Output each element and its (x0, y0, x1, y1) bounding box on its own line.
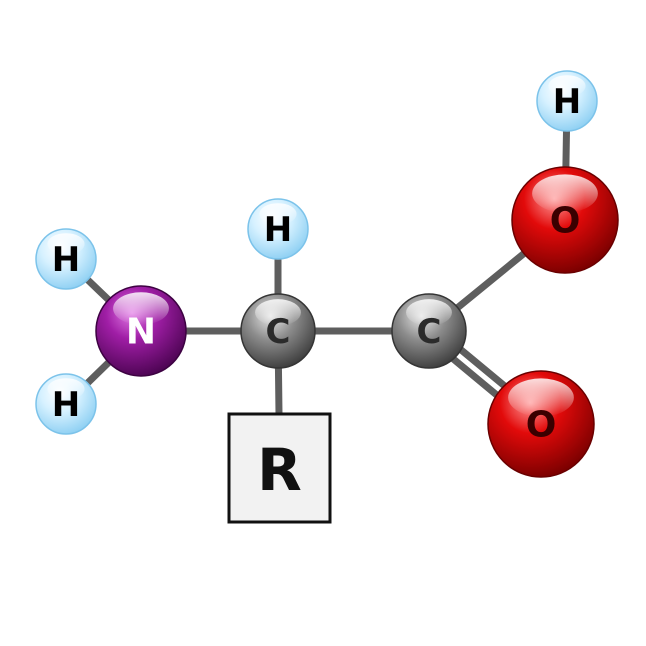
atom-label-h-alpha: H (264, 210, 292, 250)
side-chain-r-group: R (227, 412, 332, 524)
hydrogen-sphere-highlight (47, 378, 85, 400)
atom-h-nitrogen-top: H (35, 228, 97, 290)
carbon-sphere-highlight (255, 299, 301, 326)
atom-nitrogen: N (95, 285, 187, 377)
hydrogen-sphere-highlight (47, 233, 85, 255)
atom-carbon-alpha: C (240, 293, 316, 369)
hydrogen-sphere-highlight (259, 203, 297, 225)
atom-label-h-hydroxyl: H (553, 82, 581, 122)
atom-label-oxygen-hydroxyl: O (550, 201, 581, 242)
carbon-sphere-highlight (406, 299, 452, 326)
atom-oxygen-carbonyl: O (487, 370, 595, 478)
atom-label-oxygen-carbonyl: O (526, 405, 557, 446)
oxygen-sphere-highlight (508, 378, 574, 417)
atom-label-carbon-carboxyl: C (417, 312, 442, 352)
oxygen-sphere-highlight (532, 174, 598, 213)
hydrogen-sphere-highlight (548, 75, 586, 97)
atom-label-nitrogen: N (126, 312, 156, 353)
atom-label-carbon-alpha: C (266, 312, 291, 352)
atom-h-hydroxyl: H (536, 70, 598, 132)
atom-label-h-nitrogen-bottom: H (52, 385, 80, 425)
atoms-layer: H H N H C C O H O (35, 70, 619, 478)
atom-carbon-carboxyl: C (391, 293, 467, 369)
side-chain-label: R (257, 436, 302, 504)
atom-h-nitrogen-bottom: H (35, 373, 97, 435)
atom-h-alpha: H (247, 198, 309, 260)
atom-label-h-nitrogen-top: H (52, 240, 80, 280)
bonds-layer (62, 97, 571, 433)
nitrogen-sphere-highlight (113, 292, 169, 325)
side-chain-box (227, 412, 332, 524)
atom-oxygen-hydroxyl: O (511, 166, 619, 274)
